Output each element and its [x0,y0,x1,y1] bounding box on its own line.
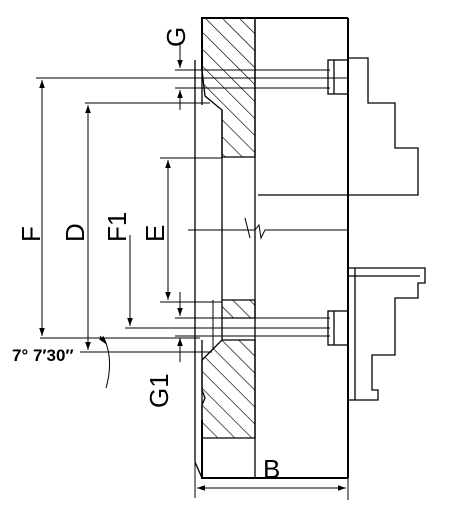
extension-lines [36,69,349,500]
angle-arc [103,337,110,389]
labels: G F D F1 E G1 B 7° 7′30′′ [12,27,280,484]
label-g: G [161,27,191,47]
bore-profile [194,60,223,479]
dimension-lines [39,42,346,491]
center-axis-line [188,217,348,240]
label-g1: G1 [144,373,174,408]
hatched-section-lower [201,299,256,439]
label-d: D [60,223,90,242]
lower-jaw [327,267,426,401]
label-b: B [263,454,280,484]
label-e: E [140,225,170,242]
upper-jaw [327,57,419,196]
label-f: F [16,226,46,242]
label-f1: F1 [102,212,132,242]
label-angle: 7° 7′30′′ [12,346,74,365]
